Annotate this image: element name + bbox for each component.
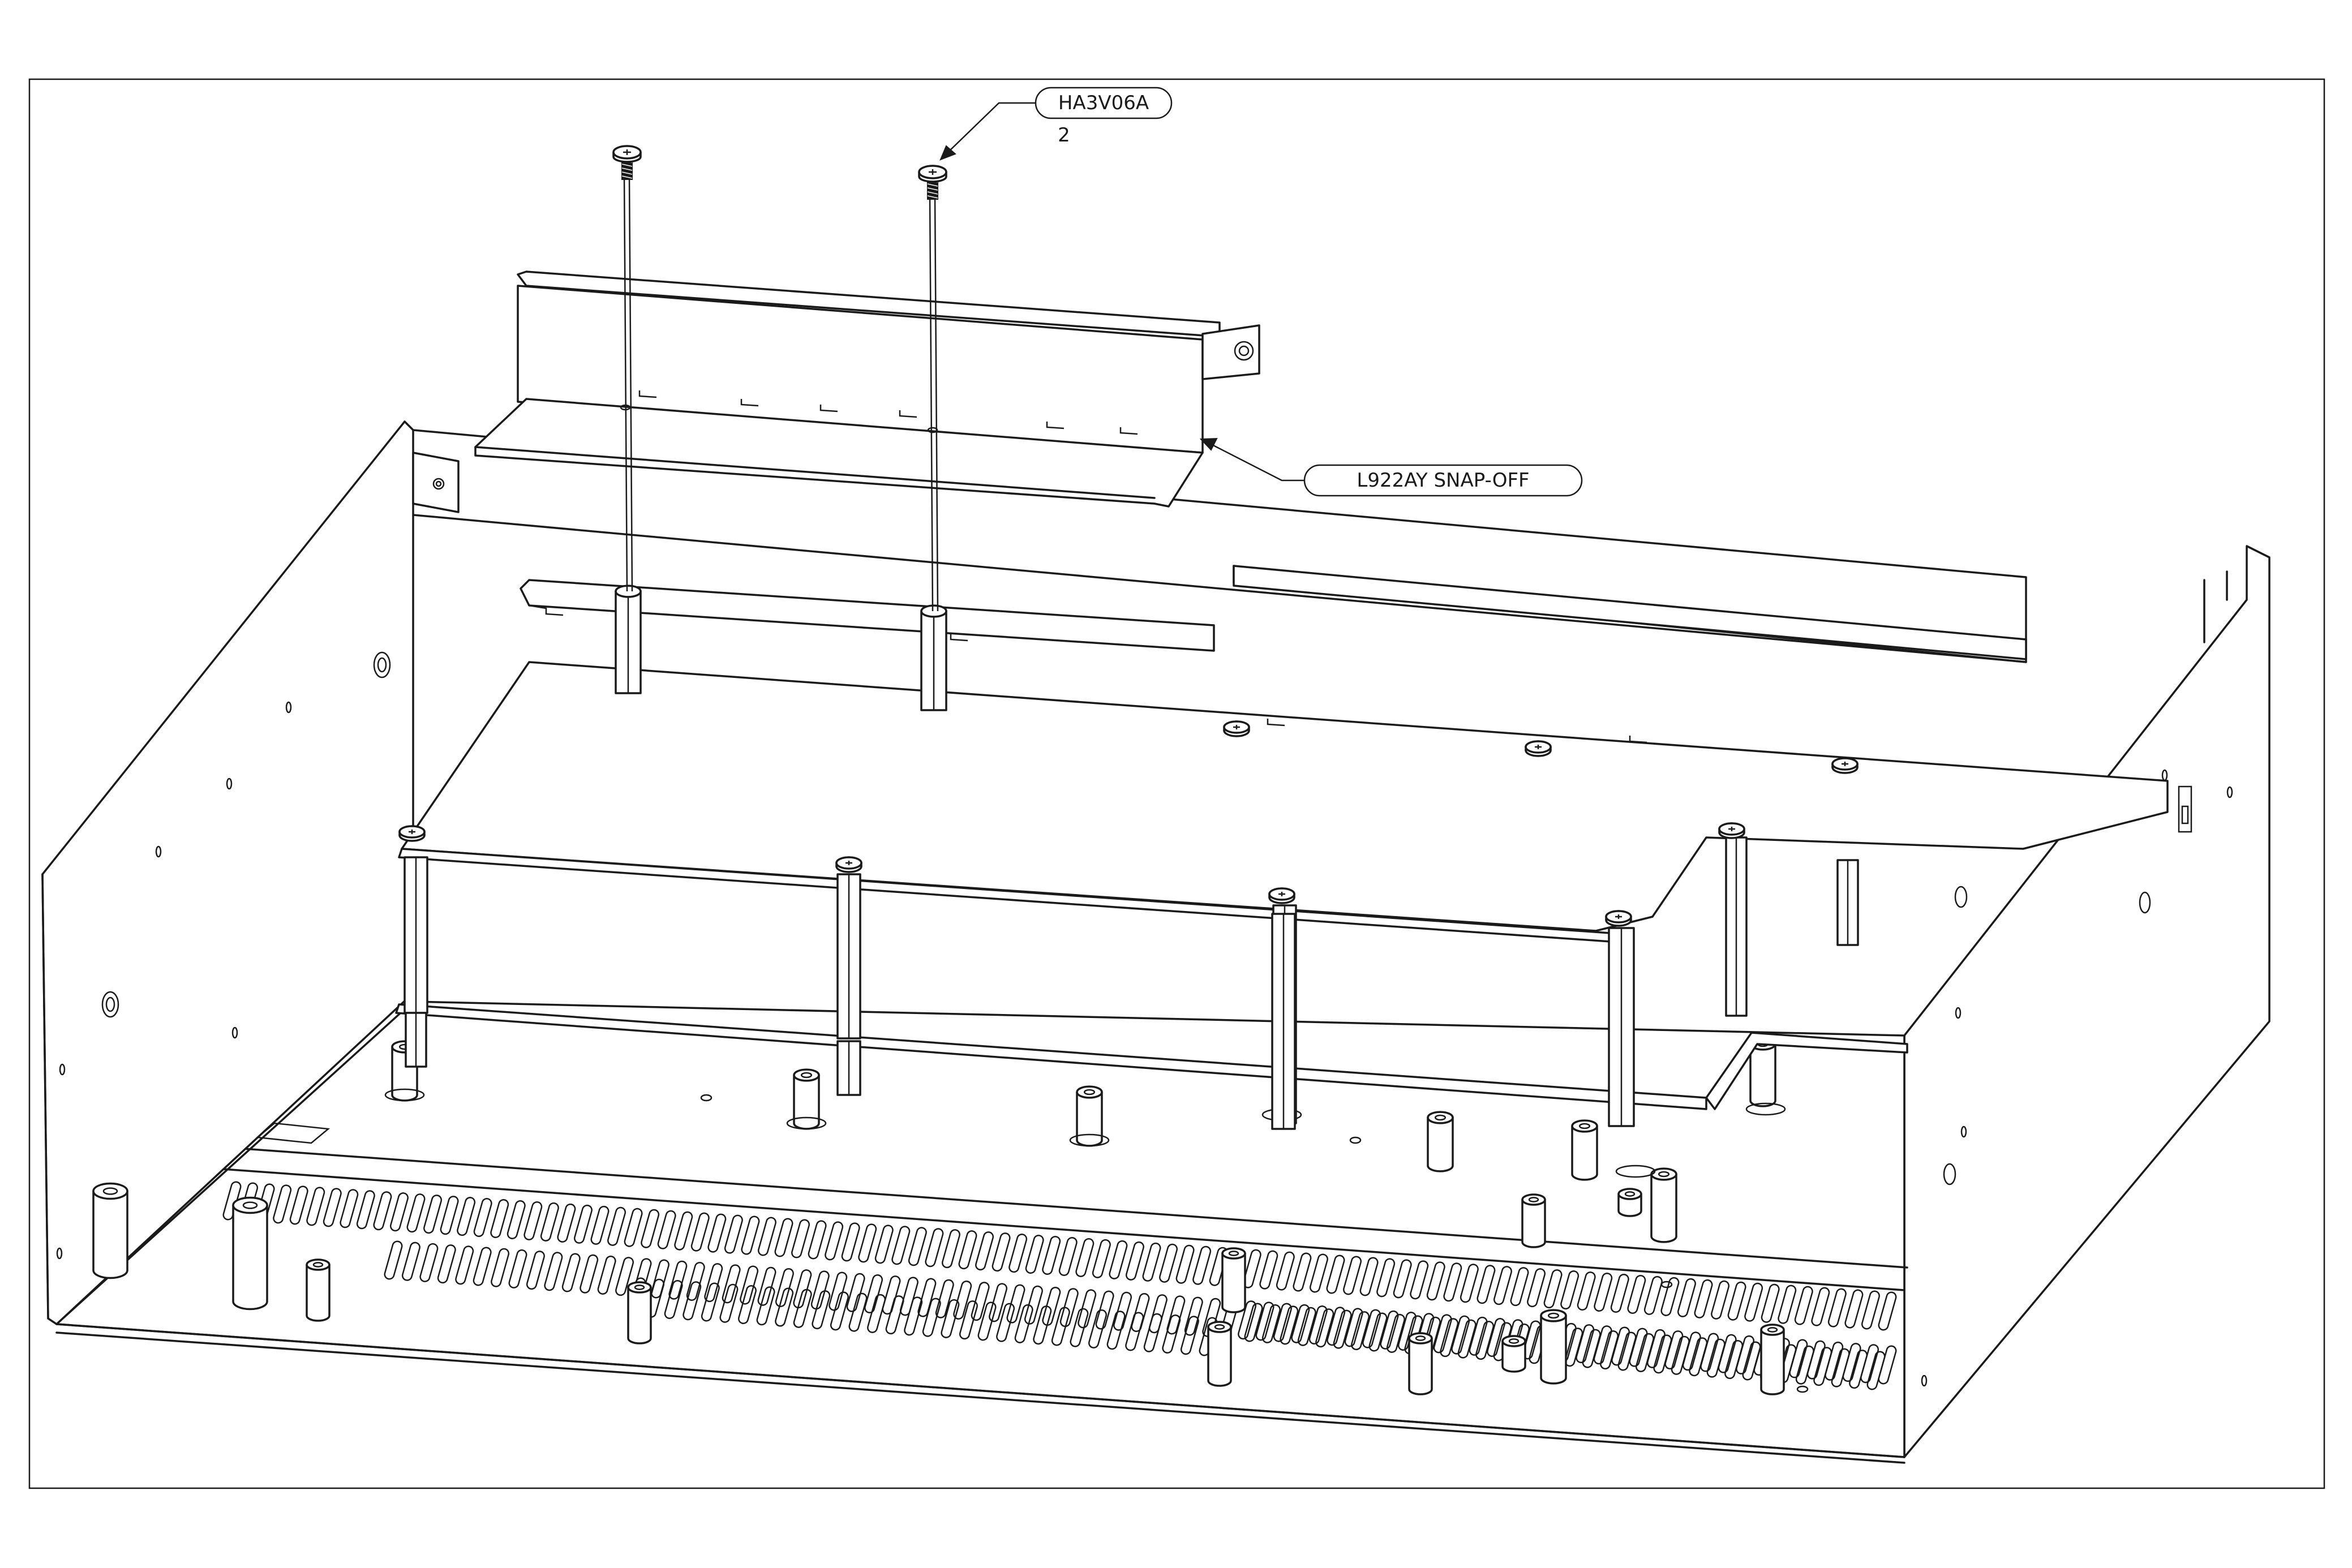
standoff	[1619, 1189, 1641, 1216]
screw-head	[1606, 911, 1631, 926]
standoff	[1208, 1322, 1231, 1386]
standoff	[1572, 1120, 1597, 1180]
hex-spacer	[838, 874, 860, 1038]
screw-head	[836, 857, 861, 872]
hex-spacer	[1726, 837, 1746, 1016]
standoff	[1541, 1310, 1566, 1384]
callout-screw: HA3V06A 2	[941, 88, 1171, 160]
callout-bracket: L922AY SNAP-OFF	[1201, 439, 1582, 496]
chassis-right-wall	[1904, 546, 2269, 1457]
callout-bracket-part: L922AY SNAP-OFF	[1357, 469, 1529, 492]
standoff	[233, 1198, 267, 1309]
screw-ha3v06a	[919, 166, 946, 199]
callout-screw-qty: 2	[1058, 124, 1070, 147]
standoff	[1761, 1325, 1784, 1394]
screw-ha3v06a	[613, 146, 641, 179]
callout-screw-part: HA3V06A	[1058, 92, 1149, 114]
standoff	[1428, 1112, 1453, 1171]
standoff	[307, 1260, 329, 1321]
hex-spacer	[405, 857, 427, 1013]
standoff	[1077, 1086, 1102, 1146]
screw-head	[1719, 823, 1744, 838]
hex-spacer	[406, 1013, 426, 1067]
screws-ha3v06a	[613, 146, 946, 199]
standoff	[1651, 1169, 1676, 1242]
hex-spacer	[921, 605, 946, 710]
standoff	[1222, 1248, 1245, 1312]
screw-head	[1832, 758, 1857, 773]
standoff	[628, 1282, 651, 1343]
screw-head	[1224, 721, 1249, 736]
standoff	[1503, 1336, 1525, 1372]
screw-head	[1269, 888, 1294, 903]
screw-head	[400, 826, 424, 841]
hex-spacer	[1272, 914, 1295, 1129]
standoff	[93, 1184, 127, 1278]
standoff	[794, 1069, 819, 1129]
standoff	[1409, 1333, 1432, 1394]
screw-head	[1526, 741, 1551, 756]
standoff	[1522, 1195, 1545, 1247]
hex-spacer	[838, 1041, 860, 1095]
hex-spacer	[1609, 928, 1634, 1126]
hex-spacer	[1838, 860, 1858, 945]
hex-spacer	[616, 586, 641, 693]
